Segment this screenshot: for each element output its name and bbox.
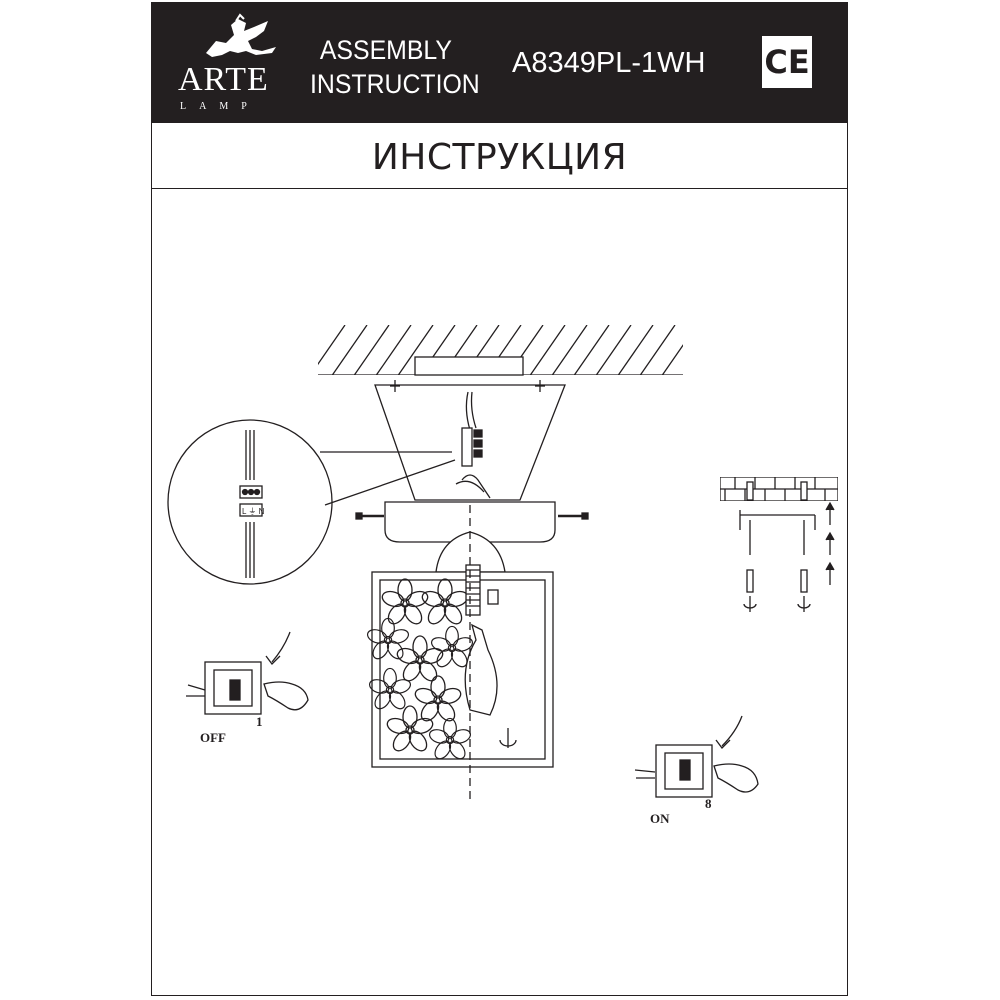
on-label: ON bbox=[650, 811, 670, 826]
wall-anchor-icon bbox=[720, 477, 838, 612]
assembly-line-1: ASSEMBLY bbox=[319, 35, 452, 65]
terminal-block bbox=[455, 391, 491, 499]
page-title: ИНСТРУКЦИЯ bbox=[371, 137, 628, 178]
wall-switch-icon bbox=[186, 661, 262, 715]
assembly-line-2: INSTRUCTION bbox=[310, 69, 480, 99]
on-step-number: 8 bbox=[705, 796, 712, 811]
ce-mark-icon: CE bbox=[762, 36, 812, 88]
mounting-plate bbox=[414, 356, 524, 376]
header-bar: ARTE LAMP ASSEMBLY INSTRUCTION A8349PL-1… bbox=[152, 3, 847, 123]
lamp-shade bbox=[365, 505, 554, 800]
brand-subtitle: LAMP bbox=[180, 101, 260, 112]
assembly-instruction-label: ASSEMBLY INSTRUCTION bbox=[310, 33, 480, 101]
model-number: A8349PL-1WH bbox=[512, 47, 706, 79]
off-step-number: 1 bbox=[256, 714, 263, 729]
wall-switch-on-icon bbox=[634, 744, 713, 798]
off-label: OFF bbox=[200, 730, 226, 745]
hand-pointer-on-icon bbox=[713, 715, 759, 793]
up-arrow-icon bbox=[825, 501, 835, 585]
brand-logo: ARTE LAMP bbox=[166, 13, 286, 118]
svg-text:L ⏚ N: L ⏚ N bbox=[242, 507, 265, 516]
title-band: ИНСТРУКЦИЯ bbox=[152, 123, 847, 189]
brand-name: ARTE bbox=[178, 61, 269, 98]
griffin-logo-icon bbox=[206, 13, 276, 57]
hand-pointer-icon bbox=[263, 631, 309, 711]
wiring-detail-callout: L ⏚ N bbox=[167, 419, 456, 585]
rotate-arrow-icon bbox=[499, 728, 517, 748]
